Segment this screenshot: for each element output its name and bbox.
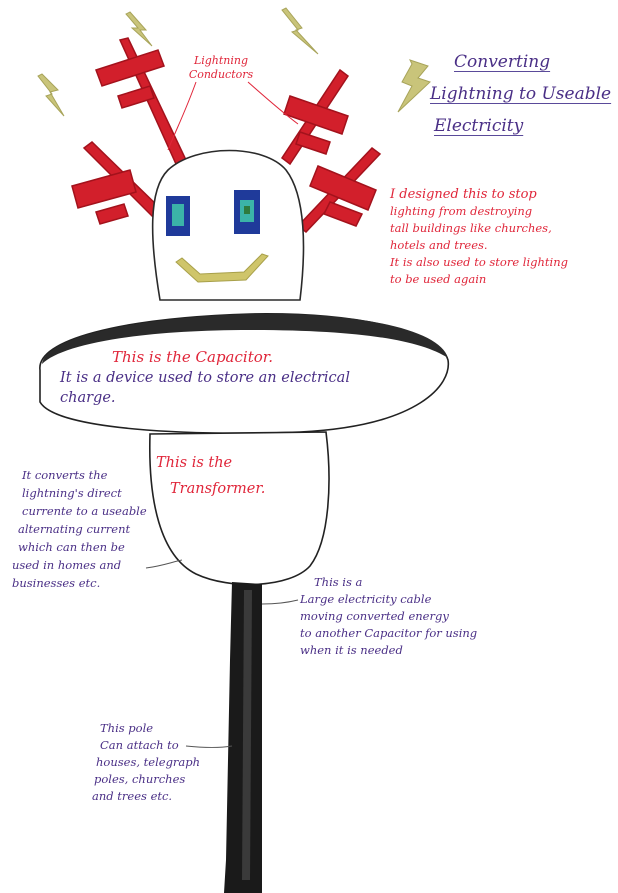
title-line-1: Converting xyxy=(430,46,611,78)
conductor-cap-left xyxy=(72,170,136,208)
lightning-bolt-icon xyxy=(398,60,430,112)
lightning-bolt-icon xyxy=(282,8,318,54)
capacitor-description: It is a device used to store an electric… xyxy=(60,368,410,408)
transformer-heading: This is the Transformer. xyxy=(156,450,265,502)
conductor-cap-top-right-2 xyxy=(296,132,330,154)
cable-description: This is a Large electricity cable moving… xyxy=(300,574,515,659)
transformer-description: It converts the lightning's direct curre… xyxy=(12,466,162,592)
title-line-2: Lightning to Useable xyxy=(430,78,611,110)
lightning-bolt-icon xyxy=(38,74,64,116)
capacitor-heading: This is the Capacitor. xyxy=(112,348,273,367)
diagram-title: Converting Lightning to Useable Electric… xyxy=(430,46,611,142)
conductor-pointers xyxy=(168,82,298,150)
conductor-cap-left-2 xyxy=(96,204,128,224)
pole-description: This pole Can attach to houses, telegrap… xyxy=(92,720,232,805)
purpose-note: I designed this to stop lighting from de… xyxy=(390,186,612,288)
conductors-label: Lightning Conductors xyxy=(176,54,266,82)
conductor-cap-top-right xyxy=(284,96,348,134)
title-line-3: Electricity xyxy=(430,110,611,142)
